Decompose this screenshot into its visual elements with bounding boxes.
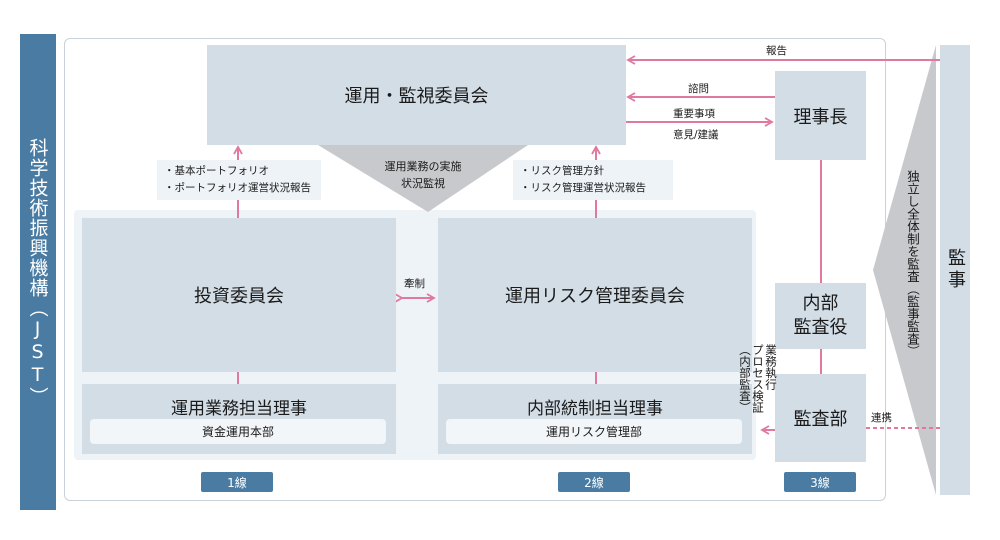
- audit-dept-label: 監査部: [793, 409, 848, 430]
- line-2-label: 2線: [584, 475, 604, 490]
- statutory-auditor-box: 監事: [940, 45, 970, 495]
- internal-auditor-label-2: 監査役: [793, 317, 848, 338]
- right-note-line-2: ・リスク管理運営状況報告: [520, 182, 646, 194]
- right-report-note: ・リスク管理方針 ・リスク管理運営状況報告: [513, 160, 673, 200]
- monitoring-note: 運用業務の実施 状況監視: [368, 158, 478, 192]
- internal-auditor-label-1: 内部: [802, 293, 839, 314]
- audit-scope-triangle: [873, 45, 936, 495]
- oversight-committee-label: 運用・監視委員会: [344, 86, 489, 107]
- risk-committee-label: 運用リスク管理委員会: [505, 286, 685, 307]
- internal-control-director-label: 内部統制担当理事: [527, 399, 663, 419]
- monitoring-note-line-2: 状況監視: [401, 177, 445, 190]
- chairman-label: 理事長: [793, 106, 848, 128]
- investment-committee-box: 投資委員会: [82, 218, 396, 372]
- risk-committee-box: 運用リスク管理委員会: [438, 218, 752, 372]
- fund-management-dept-label: 資金運用本部: [201, 425, 274, 439]
- monitoring-funnel: [318, 145, 528, 212]
- independent-audit-note: 独立し全体制を監査（監事監査）: [905, 170, 920, 361]
- cooperation-label: 連携: [871, 412, 892, 424]
- line-1-badge: 1線: [201, 472, 273, 492]
- opinion-label: 意見/建議: [673, 129, 719, 141]
- oversight-committee-box: 運用・監視委員会: [207, 45, 626, 145]
- right-note-line-1: ・リスク管理方針: [520, 165, 604, 177]
- fund-management-dept: 資金運用本部: [90, 419, 386, 444]
- left-report-note: ・基本ポートフォリオ ・ポートフォリオ運営状況報告: [157, 160, 321, 200]
- risk-management-dept: 運用リスク管理部: [446, 419, 742, 444]
- chairman-box: 理事長: [775, 71, 866, 160]
- internal-auditor-box: 内部 監査役: [775, 283, 866, 349]
- line-3-badge: 3線: [784, 472, 856, 492]
- statutory-auditor-label: 監事: [945, 248, 966, 292]
- line-1-label: 1線: [227, 475, 247, 490]
- process-note-line-1: 業務執行: [764, 344, 778, 390]
- monitoring-note-line-1: 運用業務の実施: [384, 160, 462, 173]
- process-note-line-2: プロセス検証: [751, 344, 765, 413]
- inquiry-label: 諮問: [688, 83, 709, 95]
- report-label: 報告: [766, 45, 787, 57]
- organization-sidebar: 科学技術振興機構（JST）: [20, 34, 56, 510]
- organization-name: 科学技術振興機構（JST）: [26, 137, 49, 407]
- process-note-line-3: （内部監査）: [738, 344, 752, 413]
- left-note-line-1: ・基本ポートフォリオ: [164, 165, 269, 177]
- line-2-badge: 2線: [558, 472, 630, 492]
- important-matters-label: 重要事項: [673, 108, 715, 120]
- risk-management-dept-label: 運用リスク管理部: [545, 425, 642, 439]
- audit-dept-box: 監査部: [775, 374, 866, 462]
- operations-director-label: 運用業務担当理事: [171, 399, 307, 419]
- investment-committee-label: 投資委員会: [194, 286, 284, 307]
- left-note-line-2: ・ポートフォリオ運営状況報告: [164, 182, 311, 194]
- check-label: 牽制: [404, 278, 425, 290]
- process-verification-note: 業務執行 プロセス検証 （内部監査）: [738, 344, 778, 413]
- line-3-label: 3線: [810, 475, 830, 490]
- independent-audit-label: 独立し全体制を監査（監事監査）: [905, 170, 920, 358]
